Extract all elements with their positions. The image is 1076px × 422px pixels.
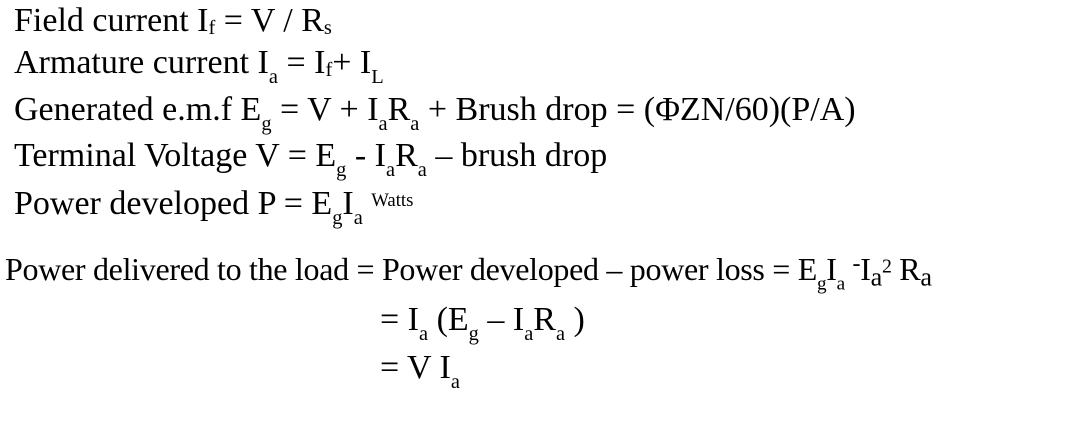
formula-segment: g	[332, 206, 343, 229]
formula-segment: g	[336, 158, 347, 181]
formula-segment: )	[565, 301, 585, 338]
formula-segment: a	[920, 262, 932, 292]
formula-terminal-voltage: Terminal Voltage V = Eg - IaRa – brush d…	[14, 136, 607, 182]
formula-segment: a	[378, 112, 388, 135]
formula-segment: a	[870, 262, 883, 292]
formula-segment	[845, 251, 853, 287]
formula-segment: f	[325, 58, 333, 81]
formula-segment: = I	[380, 301, 419, 338]
formula-armature-current: Armature current Ia = If+ IL	[14, 43, 384, 89]
formula-segment: – brush drop	[426, 137, 608, 174]
formula-segment: g	[261, 112, 272, 135]
formula-power-delivered: Power delivered to the load = Power deve…	[5, 250, 932, 295]
formula-segment: R	[891, 251, 921, 288]
formula-segment	[363, 185, 372, 222]
formula-segment: - I	[346, 137, 386, 174]
formula-segment: a	[353, 206, 363, 229]
formula-segment: Field current I	[14, 2, 209, 39]
formula-segment: s	[323, 16, 332, 39]
formula-segment: a	[555, 322, 565, 345]
formula-power-delivered-step3: = V Ia	[380, 348, 460, 394]
formula-segment: g	[468, 322, 479, 345]
formula-power-developed: Power developed P = EgIa Watts	[14, 184, 413, 230]
formula-segment: Terminal Voltage V = E	[14, 137, 337, 174]
formula-segment: L	[371, 65, 384, 88]
formula-segment: = V + I	[271, 91, 379, 128]
formula-segment: f	[208, 16, 216, 39]
formula-segment: a	[450, 370, 460, 393]
formula-segment: I	[860, 251, 871, 288]
formula-segment: = V / R	[215, 2, 324, 39]
formula-segment: a	[419, 322, 429, 345]
formula-segment: Armature current I	[14, 44, 269, 81]
formula-segment: a	[386, 158, 396, 181]
formula-generated-emf: Generated e.m.f Eg = V + IaRa + Brush dr…	[14, 90, 856, 136]
formula-power-delivered-step2: = Ia (Eg – IaRa )	[380, 300, 585, 346]
formula-segment: Power delivered to the load = Power deve…	[5, 251, 817, 288]
formula-segment: a	[268, 65, 278, 88]
formula-segment: -	[852, 251, 861, 277]
formula-segment: (E	[428, 301, 469, 338]
formula-segment: Watts	[371, 190, 414, 212]
formula-segment: I	[826, 251, 837, 288]
formula-segment: + I	[332, 44, 372, 81]
formula-segment: = I	[277, 44, 326, 81]
formula-segment: a	[836, 273, 846, 295]
formula-field-current: Field current If = V / Rs	[14, 1, 332, 42]
formula-segment: a	[417, 158, 427, 181]
formula-segment: I	[342, 185, 354, 222]
formula-segment: g	[816, 273, 827, 295]
formula-segment: a	[410, 112, 420, 135]
formula-segment: Power developed P = E	[14, 185, 333, 222]
formula-segment: R	[395, 137, 418, 174]
formula-segment: Generated e.m.f E	[14, 91, 262, 128]
formula-segment: = V I	[380, 349, 451, 386]
formula-segment: + Brush drop = (ΦZN/60)(P/A)	[419, 91, 856, 128]
formula-segment: R	[387, 91, 411, 128]
formula-segment: – I	[478, 301, 525, 338]
formula-segment: R	[533, 301, 556, 338]
formula-segment: a	[524, 322, 534, 345]
formula-segment: 2	[881, 255, 892, 278]
